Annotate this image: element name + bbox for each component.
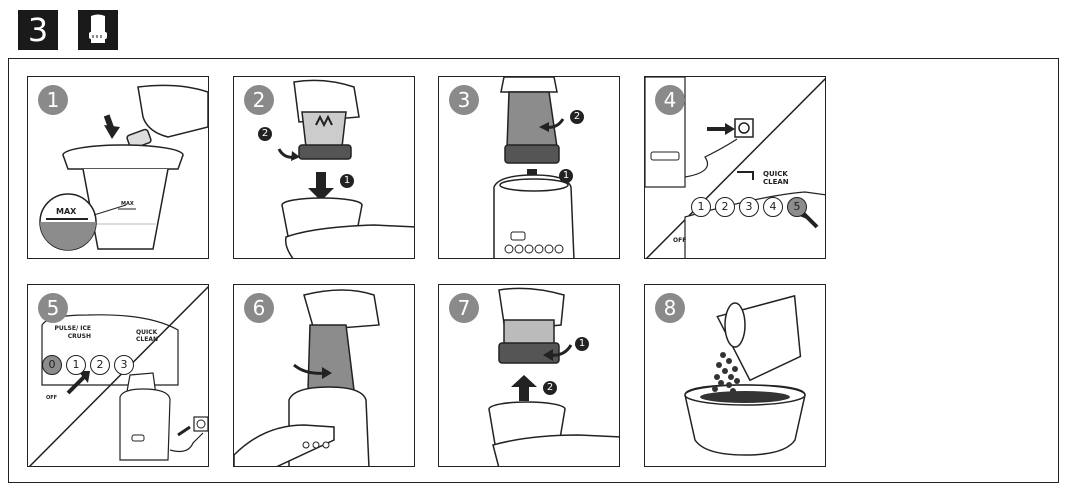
step-1-panel: 1 MAX MAX	[27, 76, 209, 259]
speed-button-5: 5	[787, 197, 807, 217]
step-7-illustration	[488, 287, 619, 466]
step-2-illustration	[277, 79, 414, 258]
speed-button-1: 1	[66, 355, 86, 375]
step-number: 1	[38, 85, 68, 115]
step-2-panel: 2 2 1	[233, 76, 415, 259]
pulse-label: PULSE/ ICE CRUSH	[54, 325, 91, 340]
off-label: OFF	[673, 237, 687, 244]
max-badge-label: MAX	[56, 207, 77, 216]
step-7-panel: 7 1 2	[438, 284, 620, 467]
step-3-panel: 3 2 1	[438, 76, 620, 259]
section-number-badge: 3	[18, 10, 58, 50]
speed-button-2: 2	[715, 197, 735, 217]
step-number: 3	[449, 85, 479, 115]
speed-button-1: 1	[691, 197, 711, 217]
step-1-illustration	[39, 84, 208, 251]
speed-button-2: 2	[90, 355, 110, 375]
substep-marker: 1	[575, 337, 589, 351]
cup-icon	[78, 10, 118, 50]
speed-button-3: 3	[739, 197, 759, 217]
step-8-panel: 8	[644, 284, 826, 467]
step-5-illustration	[28, 285, 208, 466]
step-number: 4	[655, 85, 685, 115]
beans-icon	[712, 352, 740, 394]
step-number: 8	[655, 293, 685, 323]
speed-button-4: 4	[763, 197, 783, 217]
substep-marker: 2	[258, 127, 272, 141]
step-number: 2	[244, 85, 274, 115]
step-number: 7	[449, 293, 479, 323]
quick-clean-label: QUICK CLEAN	[763, 170, 789, 186]
instruction-frame	[8, 58, 1059, 483]
substep-marker: 1	[340, 174, 354, 188]
step-number: 6	[244, 293, 274, 323]
step-8-illustration	[684, 294, 806, 456]
off-label: OFF	[46, 395, 58, 401]
substep-marker: 2	[543, 381, 557, 395]
step-6-illustration	[234, 289, 380, 466]
step-6-panel: 6	[233, 284, 415, 467]
substep-marker: 1	[559, 169, 573, 183]
step-number: 5	[38, 293, 68, 323]
quick-clean-label: QUICK CLEAN	[136, 329, 158, 343]
step-3-illustration	[493, 77, 575, 258]
max-cup-label: MAX	[121, 201, 134, 207]
speed-button-0: 0	[42, 355, 62, 375]
speed-button-3: 3	[114, 355, 134, 375]
substep-marker: 2	[570, 110, 584, 124]
